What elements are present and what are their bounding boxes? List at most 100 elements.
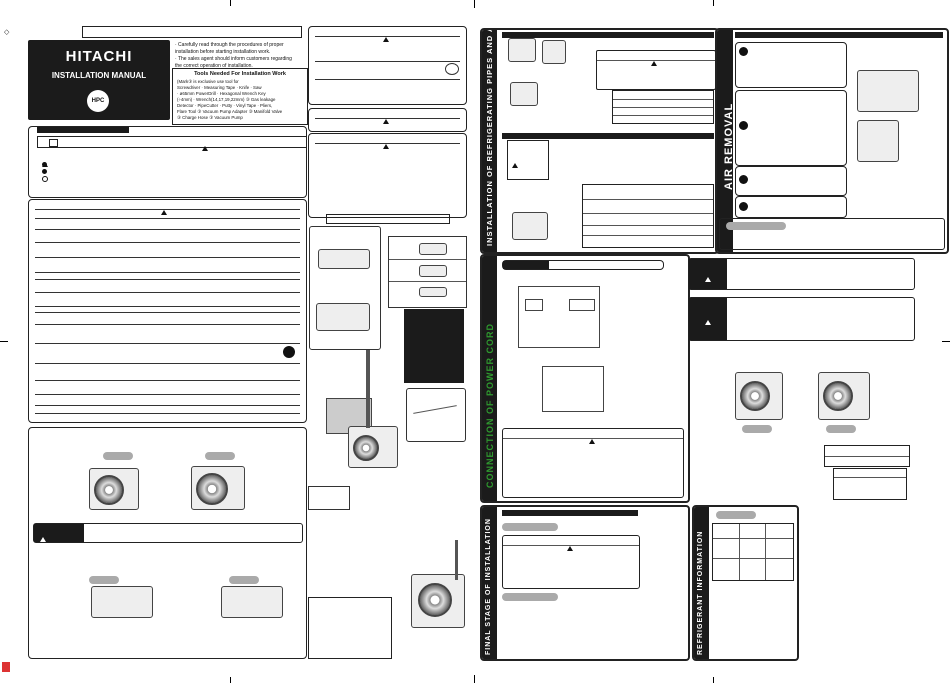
crop-mark-right bbox=[942, 341, 950, 342]
crop-mark-top-3 bbox=[713, 0, 714, 6]
label-pill bbox=[103, 452, 133, 460]
manifold-gauge-image bbox=[857, 70, 919, 112]
section-side-bar bbox=[482, 30, 497, 252]
hpc-seal: HPC bbox=[87, 90, 109, 112]
section-header-bar bbox=[502, 133, 714, 139]
step-number bbox=[739, 47, 748, 56]
pipe-detail-diagram bbox=[406, 388, 466, 442]
spec-table bbox=[824, 445, 910, 467]
section-side-bar bbox=[482, 507, 497, 659]
flare-tool-image bbox=[508, 38, 536, 62]
warning-icon bbox=[507, 270, 513, 275]
middle-warning-box-2 bbox=[308, 108, 467, 132]
tools-title: Tools Needed For Installation Work bbox=[194, 71, 286, 77]
warning-icon bbox=[512, 163, 518, 168]
install-pipes-section: INSTALLATION OF REFRIGERATING PIPES AND … bbox=[480, 28, 719, 254]
vacuum-pump-image bbox=[857, 120, 899, 162]
outdoor-unit-image bbox=[735, 372, 783, 420]
earth-icon bbox=[283, 346, 295, 358]
outdoor-unit-image bbox=[818, 372, 870, 420]
warning-label-box bbox=[507, 140, 549, 180]
tools-line: Flare Tool ③ Vacuum Pump Adapter ③ Manif… bbox=[177, 109, 283, 114]
intro-line: · Carefully read through the procedures … bbox=[175, 42, 284, 48]
fan-image bbox=[418, 583, 452, 617]
fan-image bbox=[196, 473, 228, 505]
installation-overview-diagram bbox=[308, 350, 403, 485]
tools-box: Tools Needed For Installation Work (Mark… bbox=[172, 68, 308, 125]
caution-strip bbox=[33, 523, 303, 543]
terminal-block bbox=[569, 299, 595, 311]
indoor-clearance-diagram bbox=[309, 226, 381, 350]
pipe-size-table bbox=[582, 184, 714, 248]
pipe-image bbox=[366, 350, 370, 428]
drain-diagram-image bbox=[221, 586, 283, 618]
section-side-bar bbox=[694, 507, 709, 659]
header-blank-box bbox=[82, 26, 302, 38]
warning-icon bbox=[202, 146, 208, 151]
safety-header-bar bbox=[37, 127, 129, 133]
tools-line: (Mark③ is exclusive use tool for bbox=[177, 79, 239, 84]
intro-line: the correct operation of installation. bbox=[175, 63, 253, 69]
step-box bbox=[735, 166, 847, 196]
section-title-air-removal: AIR REMOVAL bbox=[723, 102, 735, 190]
spec-table bbox=[833, 468, 907, 500]
label-pill bbox=[716, 511, 756, 519]
step-number bbox=[739, 202, 748, 211]
red-mark bbox=[2, 662, 10, 672]
diagram-title-box bbox=[326, 214, 450, 224]
outdoor-unit-image bbox=[348, 426, 398, 468]
power-cord-caution bbox=[502, 428, 684, 498]
warning-icon bbox=[383, 119, 389, 124]
section-title-refrigerant: REFRIGERANT INFORMATION bbox=[697, 530, 704, 655]
tools-line: (÷4mm) · Wrench(14,17,19,22mm) ③ Gas lea… bbox=[177, 97, 276, 102]
wiring-diagram bbox=[518, 286, 600, 348]
mandatory-icon bbox=[42, 169, 47, 174]
section-side-bar bbox=[717, 30, 733, 252]
warning-icon bbox=[651, 61, 657, 66]
warning-label-block bbox=[689, 298, 727, 340]
label-pill bbox=[502, 593, 558, 601]
warning-icon bbox=[40, 537, 46, 542]
warning-label-block bbox=[503, 261, 549, 269]
section-header-bar bbox=[502, 32, 714, 38]
flare-nut-image bbox=[512, 212, 548, 240]
accessory-image bbox=[419, 243, 447, 255]
wrench-image bbox=[510, 82, 538, 106]
crop-mark-top-2 bbox=[230, 0, 231, 6]
accessory-table bbox=[388, 236, 467, 308]
note-box bbox=[308, 486, 350, 510]
caution-label-block bbox=[34, 524, 84, 542]
indoor-unit-image bbox=[318, 249, 370, 269]
final-stage-section: FINAL STAGE OF INSTALLATION bbox=[480, 505, 690, 661]
warning-icon bbox=[589, 439, 595, 444]
fan-image bbox=[353, 435, 379, 461]
air-removal-note bbox=[719, 218, 945, 250]
section-header-bar bbox=[502, 510, 638, 516]
refrigerant-section: REFRIGERANT INFORMATION bbox=[692, 505, 799, 661]
warning-list-box bbox=[28, 199, 307, 423]
warning-icon bbox=[383, 144, 389, 149]
bottom-note-box bbox=[308, 597, 392, 659]
outdoor-unit-image bbox=[89, 468, 139, 510]
step-number bbox=[739, 121, 748, 130]
tools-line: Detector · PipeCutter · Putty · Vinyl Ta… bbox=[177, 103, 273, 108]
warning-icon bbox=[705, 277, 711, 282]
no-fire-icon bbox=[445, 63, 459, 75]
warning-icon bbox=[383, 37, 389, 42]
label-pill bbox=[742, 425, 772, 433]
cable-diagram bbox=[542, 366, 604, 412]
label-pill bbox=[89, 576, 119, 584]
book-icon bbox=[49, 139, 58, 147]
accessory-image bbox=[419, 265, 447, 277]
crop-mark-bottom-2 bbox=[230, 677, 231, 683]
diamond-mark: ◇ bbox=[4, 29, 10, 36]
outdoor-unit-image bbox=[191, 466, 245, 510]
drain-diagram-image bbox=[91, 586, 153, 618]
intro-line: installation before starting installatio… bbox=[175, 49, 271, 55]
power-cord-section: CONNECTION OF POWER CORD bbox=[480, 254, 690, 503]
label-pill bbox=[826, 425, 856, 433]
final-caution-box bbox=[502, 535, 640, 589]
tools-list: (Mark③ is exclusive use tool for Screwdr… bbox=[177, 79, 282, 121]
fan-image bbox=[740, 381, 770, 411]
fan-image bbox=[823, 381, 853, 411]
